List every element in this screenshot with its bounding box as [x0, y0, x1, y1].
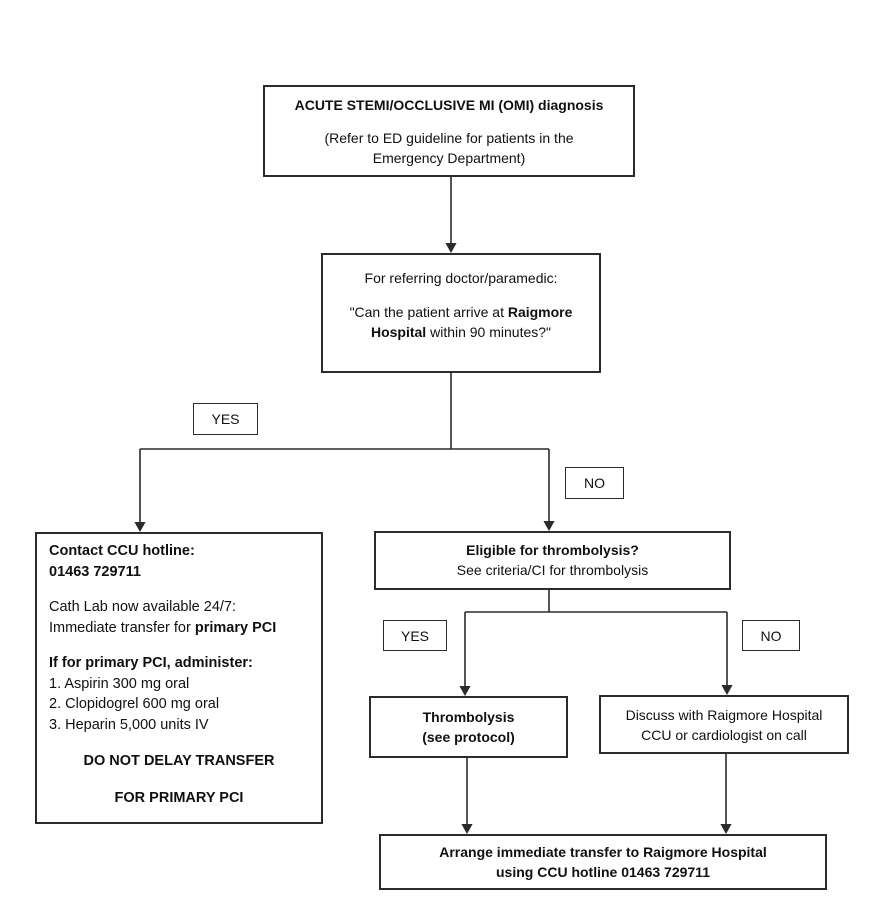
contact-warning-line1: DO NOT DELAY TRANSFER	[83, 753, 275, 769]
label-no-first-split: NO	[565, 467, 624, 499]
arrowhead-thrombolysis	[459, 686, 471, 696]
question-quote-hospital: Raigmore Hospital	[370, 304, 573, 340]
contact-cathlab-line2-pre: Immediate transfer for	[49, 619, 195, 636]
node-question-90-minutes: For referring doctor/paramedic: "Can the…	[321, 253, 601, 373]
question-intro: For referring doctor/paramedic:	[364, 270, 558, 286]
discuss-line2: CCU or cardiologist on call	[641, 727, 807, 743]
label-yes1-text: YES	[211, 411, 240, 427]
arrowhead-arrange-right	[720, 824, 732, 834]
label-no2-text: NO	[760, 627, 782, 644]
contact-item-heparin: 3. Heparin 5,000 units IV	[49, 716, 209, 733]
arrowhead-question	[445, 243, 457, 253]
contact-phone: 01463 729711	[49, 563, 141, 580]
contact-administer-heading: If for primary PCI, administer:	[49, 655, 253, 671]
contact-warning-line2: FOR PRIMARY PCI	[114, 789, 244, 806]
contact-cathlab-line2-bold: primary PCI	[194, 619, 277, 636]
question-quote-post: within 90 minutes?"	[426, 324, 552, 340]
arrowhead-eligible	[543, 521, 555, 531]
arrowhead-arrange-left	[461, 824, 473, 834]
diagnosis-subtitle-line1: (Refer to ED guideline for patients in t…	[324, 130, 574, 146]
contact-cathlab-line2: Immediate transfer for primary PCI	[49, 618, 309, 639]
arrange-line2: using CCU hotline 01463 729711	[496, 864, 710, 880]
node-discuss-raigmore-ccu: Discuss with Raigmore Hospital CCU or ca…	[599, 695, 849, 754]
diagnosis-subtitle-line2: Emergency Department)	[372, 150, 526, 166]
thrombolysis-line2: (see protocol)	[422, 729, 515, 745]
question-quote-pre: "Can the patient arrive at	[349, 304, 508, 320]
connector-eligible-split	[464, 590, 728, 687]
thrombolysis-line1: Thrombolysis	[422, 709, 515, 725]
discuss-line1: Discuss with Raigmore Hospital	[625, 707, 823, 723]
diagnosis-title: ACUTE STEMI/OCCLUSIVE MI (OMI) diagnosis	[294, 97, 604, 113]
label-yes2-text: YES	[400, 627, 429, 644]
eligible-title: Eligible for thrombolysis?	[466, 542, 639, 558]
node-arrange-transfer: Arrange immediate transfer to Raigmore H…	[379, 834, 827, 890]
connector-to-arrange	[466, 754, 727, 825]
node-thrombolysis: Thrombolysis (see protocol)	[369, 696, 568, 758]
label-yes-second-split: YES	[383, 620, 447, 651]
question-quote: "Can the patient arrive at Raigmore Hosp…	[336, 302, 586, 342]
connector-question-split	[139, 373, 550, 523]
arrowhead-contact	[134, 522, 146, 532]
contact-item-aspirin: 1. Aspirin 300 mg oral	[49, 675, 190, 692]
label-no1-text: NO	[584, 475, 605, 491]
contact-cathlab-line1: Cath Lab now available 24/7:	[49, 599, 237, 615]
arrowhead-discuss	[721, 685, 733, 695]
node-contact-ccu-hotline: Contact CCU hotline: 01463 729711 Cath L…	[35, 532, 323, 824]
contact-heading-line1: Contact CCU hotline:	[49, 543, 195, 559]
label-yes-first-split: YES	[193, 403, 258, 435]
node-diagnosis: ACUTE STEMI/OCCLUSIVE MI (OMI) diagnosis…	[263, 85, 635, 177]
label-no-second-split: NO	[742, 620, 800, 651]
arrange-line1: Arrange immediate transfer to Raigmore H…	[439, 844, 767, 860]
eligible-subtitle: See criteria/CI for thrombolysis	[456, 562, 649, 578]
contact-item-clopidogrel: 2. Clopidogrel 600 mg oral	[49, 696, 220, 712]
node-eligible-thrombolysis: Eligible for thrombolysis? See criteria/…	[374, 531, 731, 590]
